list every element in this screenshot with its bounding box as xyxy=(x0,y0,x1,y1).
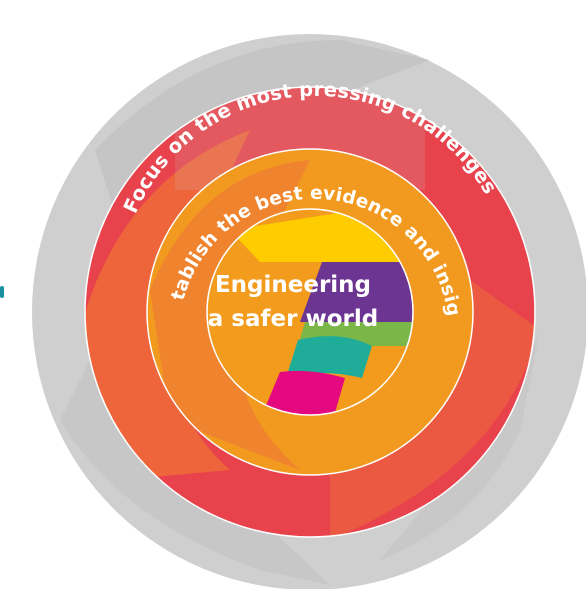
magenta-segment xyxy=(260,370,345,415)
center-title-line-1: Engineering xyxy=(215,272,371,298)
purple-segment xyxy=(300,262,413,322)
edge-marker xyxy=(0,286,4,298)
center-title-line-2: a safer world xyxy=(208,306,378,332)
teal-segment xyxy=(286,336,372,378)
